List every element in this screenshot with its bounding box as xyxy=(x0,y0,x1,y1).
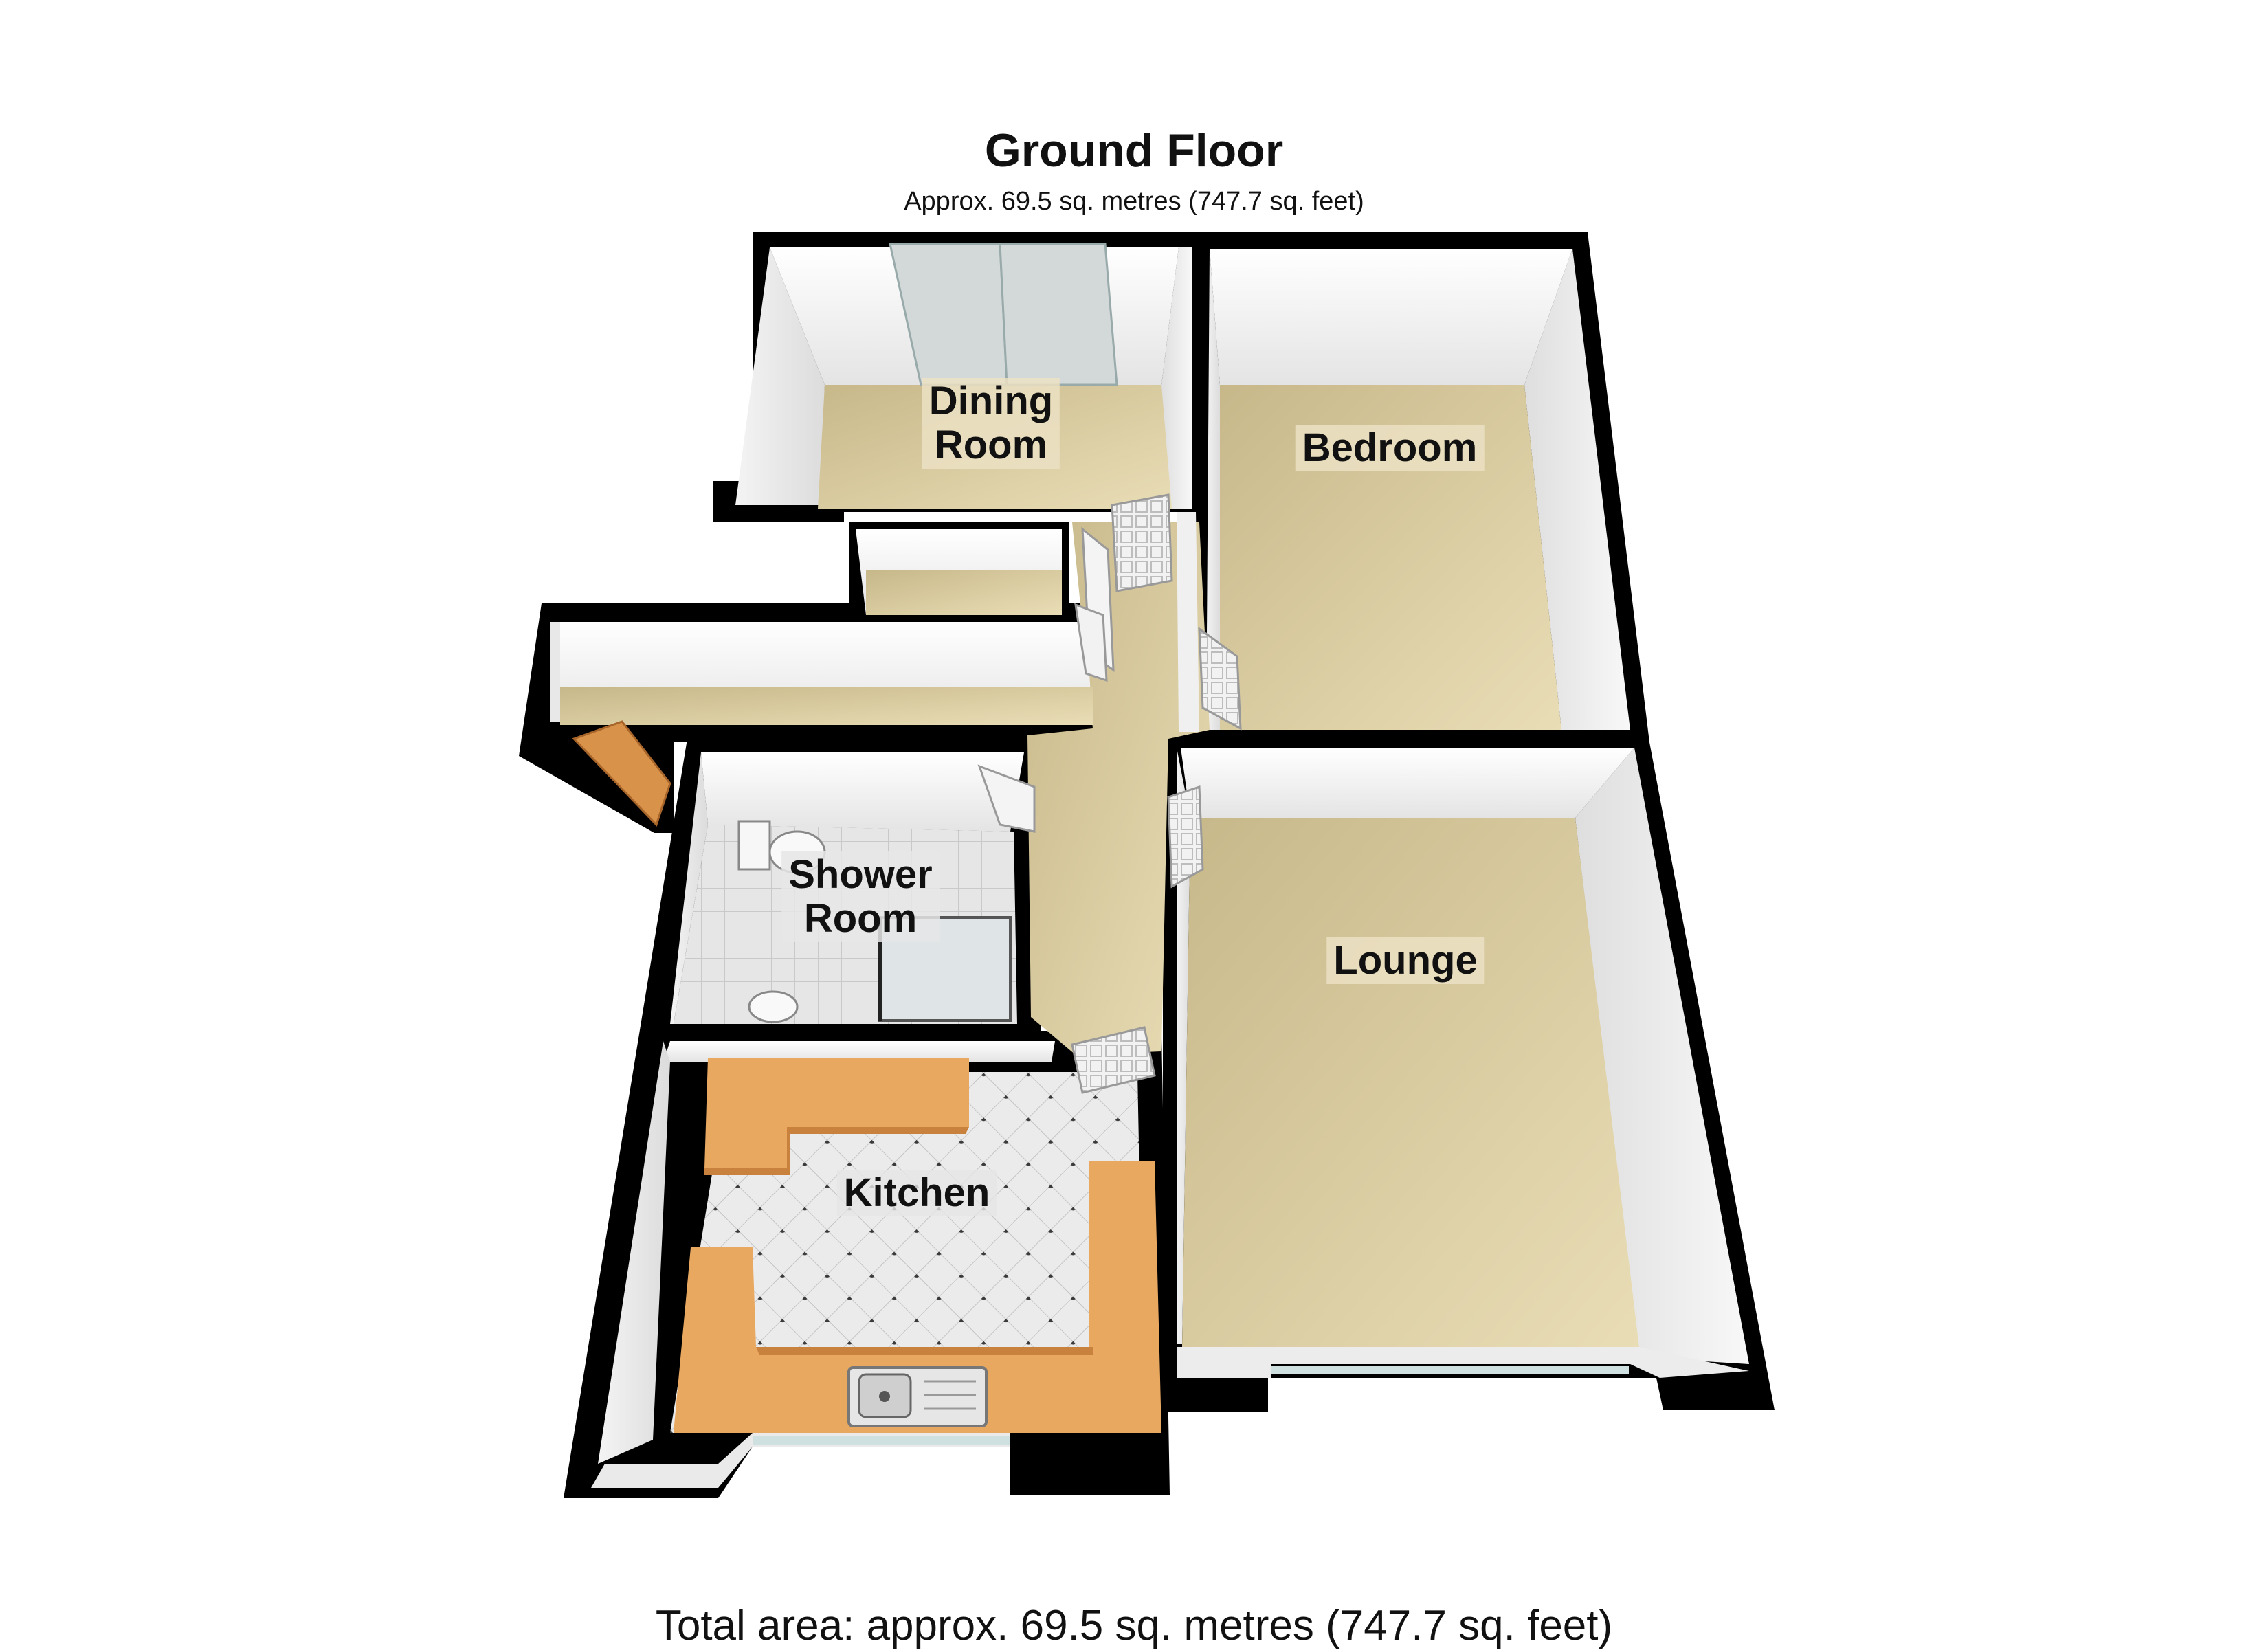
hallway xyxy=(1027,522,1210,1055)
floor-title: Ground Floor xyxy=(984,124,1284,177)
kitchen-window xyxy=(753,1436,1010,1445)
worktop-bottom-front xyxy=(756,1347,1093,1355)
room-label-kitchen: Kitchen xyxy=(836,1170,997,1216)
floor-area: Approx. 69.5 sq. metres (747.7 sq. feet) xyxy=(904,187,1364,216)
hallway-floor xyxy=(1027,522,1210,1055)
shower-left-wall xyxy=(670,752,708,1024)
shower-door xyxy=(977,764,1036,833)
internal-doors xyxy=(977,493,1242,1094)
bedroom-back-wall xyxy=(1210,249,1572,385)
lounge-left-wall xyxy=(1177,748,1190,1344)
kitchen-left-wall xyxy=(598,1041,670,1464)
bedroom xyxy=(1206,249,1630,730)
front-door xyxy=(572,720,671,827)
worktop-bottom xyxy=(674,1247,1100,1433)
bedroom-door xyxy=(1198,626,1242,731)
cupboard-floor xyxy=(866,570,1062,615)
bedroom-door-frame xyxy=(1177,512,1199,732)
lounge-right-wall xyxy=(1575,748,1749,1364)
lounge-floor xyxy=(1182,818,1639,1347)
worktop-right xyxy=(1089,1161,1161,1433)
lounge-back-wall xyxy=(1181,748,1634,818)
room-label-bedroom: Bedroom xyxy=(1295,425,1485,471)
sink-drainer xyxy=(924,1380,976,1410)
cupboard xyxy=(849,522,1069,615)
room-label-lounge: Lounge xyxy=(1326,937,1485,984)
bedroom-left-wall xyxy=(1206,249,1220,730)
porch-floor xyxy=(560,687,1093,725)
room-label-shower: Shower Room xyxy=(781,851,940,942)
worktop-top xyxy=(704,1058,969,1168)
kitchen-door xyxy=(1071,1026,1156,1094)
dining-room xyxy=(735,243,1192,509)
dining-door xyxy=(1111,493,1173,592)
toilet-cistern xyxy=(737,820,771,871)
total-area: Total area: approx. 69.5 sq. metres (747… xyxy=(655,1602,1613,1649)
kitchen xyxy=(591,1041,1161,1488)
sink-drain xyxy=(879,1391,890,1402)
porch xyxy=(550,622,1093,827)
lounge-door xyxy=(1167,785,1204,889)
shower-back-wall xyxy=(701,752,1024,832)
lounge-front-wall xyxy=(1177,1347,1749,1378)
lounge xyxy=(1177,748,1749,1378)
hall-cupboard-door xyxy=(1074,603,1108,682)
dining-left-wall xyxy=(735,247,825,505)
lounge-window xyxy=(1271,1366,1629,1374)
dining-window-2 xyxy=(999,243,1118,386)
kitchen-front-wall xyxy=(591,1433,1010,1488)
kitchen-back-wall xyxy=(663,1041,1055,1062)
porch-left-wall xyxy=(550,622,560,722)
room-label-dining: Dining Room xyxy=(922,378,1060,469)
dining-right-wall xyxy=(1161,247,1192,509)
worktop-top-front xyxy=(704,1127,969,1175)
basin xyxy=(748,990,799,1023)
bedroom-right-wall xyxy=(1524,249,1630,730)
